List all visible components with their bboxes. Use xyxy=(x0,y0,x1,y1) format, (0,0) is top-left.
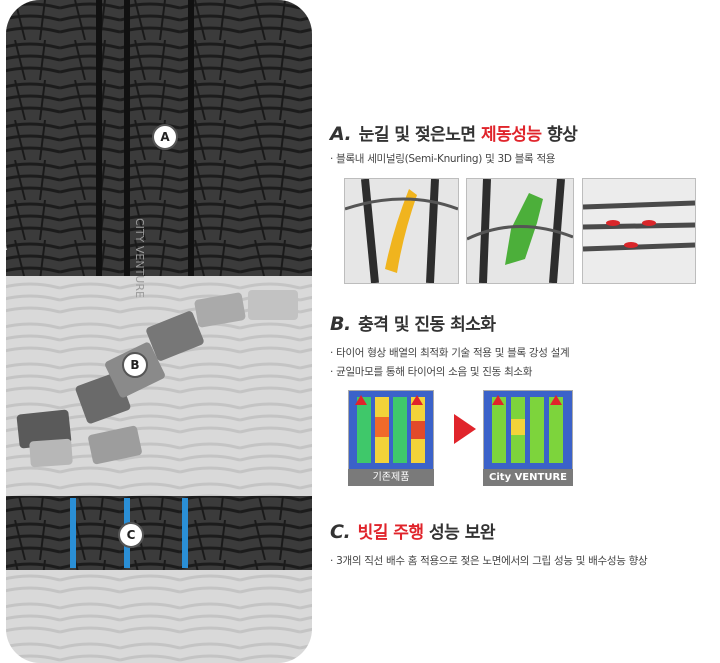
section-b-bullet-1: 타이어 형상 배열의 최적화 기술 적용 및 블록 강성 설계 xyxy=(330,345,720,360)
section-b-bullet-2: 균일마모를 통해 타이어의 소음 및 진동 최소화 xyxy=(330,364,720,379)
section-a-bullet-1: 블록내 세미널링(Semi-Knurling) 및 3D 블록 적용 xyxy=(330,151,720,166)
section-c-bullet-1: 3개의 직선 배수 홈 적용으로 젖은 노면에서의 그립 성능 및 배수성능 향… xyxy=(330,553,720,568)
section-a-title-text: 눈길 및 젖은노면 xyxy=(358,125,476,145)
tread-section-c xyxy=(6,496,312,570)
section-c-highlight: 빗길 주행 xyxy=(357,523,424,543)
marker-a: A xyxy=(152,124,178,150)
section-b-letter: B. xyxy=(330,313,351,335)
section-a-title-after: 향상 xyxy=(546,125,578,145)
section-a: A. 눈길 및 젖은노면 제동성능 향상 블록내 세미널링(Semi-Knurl… xyxy=(330,120,720,166)
detail-3d-block xyxy=(582,178,696,284)
section-b: B. 충격 및 진동 최소화 타이어 형상 배열의 최적화 기술 적용 및 블록… xyxy=(330,310,720,379)
section-a-highlight: 제동성능 xyxy=(480,125,542,145)
detail-semi-knurling-yellow xyxy=(344,178,459,284)
section-b-title: B. 충격 및 진동 최소화 xyxy=(330,310,720,335)
section-a-letter: A. xyxy=(330,123,352,145)
section-c: C. 빗길 주행 성능 보완 3개의 직선 배수 홈 적용으로 젖은 노면에서의… xyxy=(330,518,720,568)
heatmap-after xyxy=(483,390,573,470)
before-label: 기존제품 xyxy=(348,469,434,486)
marker-b: B xyxy=(122,352,148,378)
tire-illustration: CITY VENTURE xyxy=(6,0,312,663)
section-c-letter: C. xyxy=(330,521,351,543)
compare-arrow-icon xyxy=(454,414,476,444)
after-label: City VENTURE xyxy=(483,469,573,486)
heatmap-before xyxy=(348,390,434,470)
section-a-title: A. 눈길 및 젖은노면 제동성능 향상 xyxy=(330,120,720,145)
sidewall-brand-text: CITY VENTURE xyxy=(133,218,146,298)
section-c-title-after: 성능 보완 xyxy=(429,523,495,543)
section-b-title-text: 충격 및 진동 최소화 xyxy=(358,315,496,335)
section-c-title: C. 빗길 주행 성능 보완 xyxy=(330,518,720,543)
marker-c: C xyxy=(118,522,144,548)
detail-semi-knurling-green xyxy=(466,178,574,284)
floating-blocks xyxy=(16,290,298,468)
